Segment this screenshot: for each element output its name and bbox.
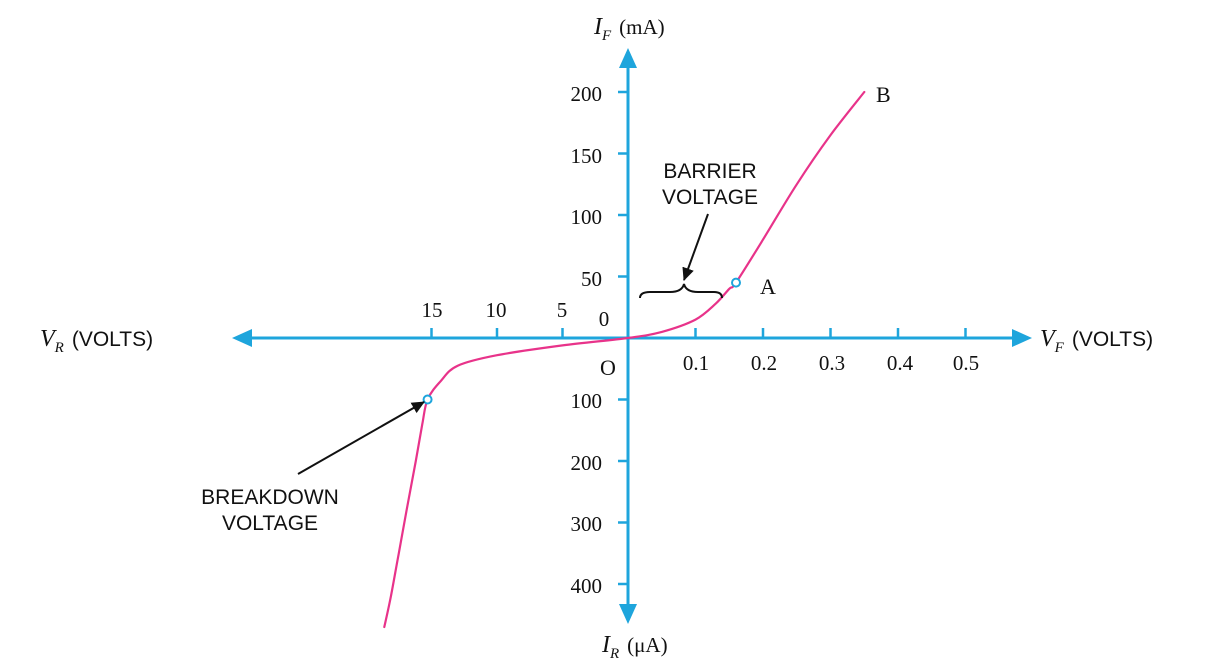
x-left-axis-unit: (VOLTS) (72, 328, 153, 351)
tick-label-vf-0.5: 0.5 (953, 351, 979, 375)
x-axis-left-arrow-icon (232, 329, 252, 347)
x-axis-right-arrow-icon (1012, 329, 1032, 347)
tick-label-vf-0.4: 0.4 (887, 351, 914, 375)
diode-characteristic-curve (383, 90, 866, 629)
axis-ticks (430, 90, 967, 586)
breakdown-voltage-label-line2: VOLTAGE (222, 512, 318, 535)
tick-label-if-100: 100 (571, 205, 603, 229)
y-axis-bottom-arrow-icon (619, 604, 637, 624)
y-top-axis-unit: (mA) (619, 15, 665, 39)
x-left-axis-label: VR (VOLTS) (40, 326, 153, 356)
tick-label-vf-0.3: 0.3 (819, 351, 845, 375)
zero-label: 0 (599, 307, 610, 331)
y-axis-top-arrow-icon (619, 48, 637, 68)
tick-label-vr-15: 15 (422, 298, 443, 322)
tick-label-vf-0.1: 0.1 (683, 351, 709, 375)
breakdown-point-marker (422, 394, 433, 405)
breakdown-voltage-label-line1: BREAKDOWN (201, 486, 339, 509)
point-b-label: B (876, 82, 891, 107)
tick-label-vf-0.2: 0.2 (751, 351, 777, 375)
tick-label-if-200: 200 (571, 82, 603, 106)
breakdown-voltage-pointer (297, 401, 425, 475)
tick-label-ir-100: 100 (571, 389, 603, 413)
x-left-axis-var: V (40, 326, 57, 352)
x-left-axis-sub: R (54, 340, 64, 356)
barrier-voltage-pointer (682, 213, 709, 281)
y-bottom-axis-var: I (601, 632, 611, 658)
x-right-axis-unit: (VOLTS) (1072, 328, 1153, 351)
tick-label-ir-400: 400 (571, 574, 603, 598)
tick-label-if-150: 150 (571, 144, 603, 168)
y-bottom-axis-label: IR (μA) (601, 632, 668, 661)
barrier-voltage-label-line1: BARRIER (663, 160, 756, 183)
y-bottom-axis-unit: (μA) (627, 633, 667, 657)
barrier-voltage-label-line2: VOLTAGE (662, 186, 758, 209)
origin-label: O (600, 355, 616, 380)
y-top-axis-label: IF (mA) (593, 14, 665, 44)
y-top-axis-sub: F (601, 28, 612, 44)
tick-label-ir-200: 200 (571, 451, 603, 475)
y-top-axis-var: I (593, 14, 603, 40)
tick-label-vr-10: 10 (486, 298, 507, 322)
y-bottom-axis-sub: R (609, 646, 619, 661)
x-right-axis-label: VF (VOLTS) (1040, 326, 1153, 356)
point-a-label: A (760, 274, 776, 299)
tick-label-ir-300: 300 (571, 512, 603, 536)
point-a-marker (731, 277, 741, 288)
x-right-axis-sub: F (1054, 340, 1065, 356)
tick-label-if-50: 50 (581, 267, 602, 291)
tick-label-vr-5: 5 (557, 298, 568, 322)
x-right-axis-var: V (1040, 326, 1057, 352)
barrier-voltage-brace (639, 283, 723, 299)
